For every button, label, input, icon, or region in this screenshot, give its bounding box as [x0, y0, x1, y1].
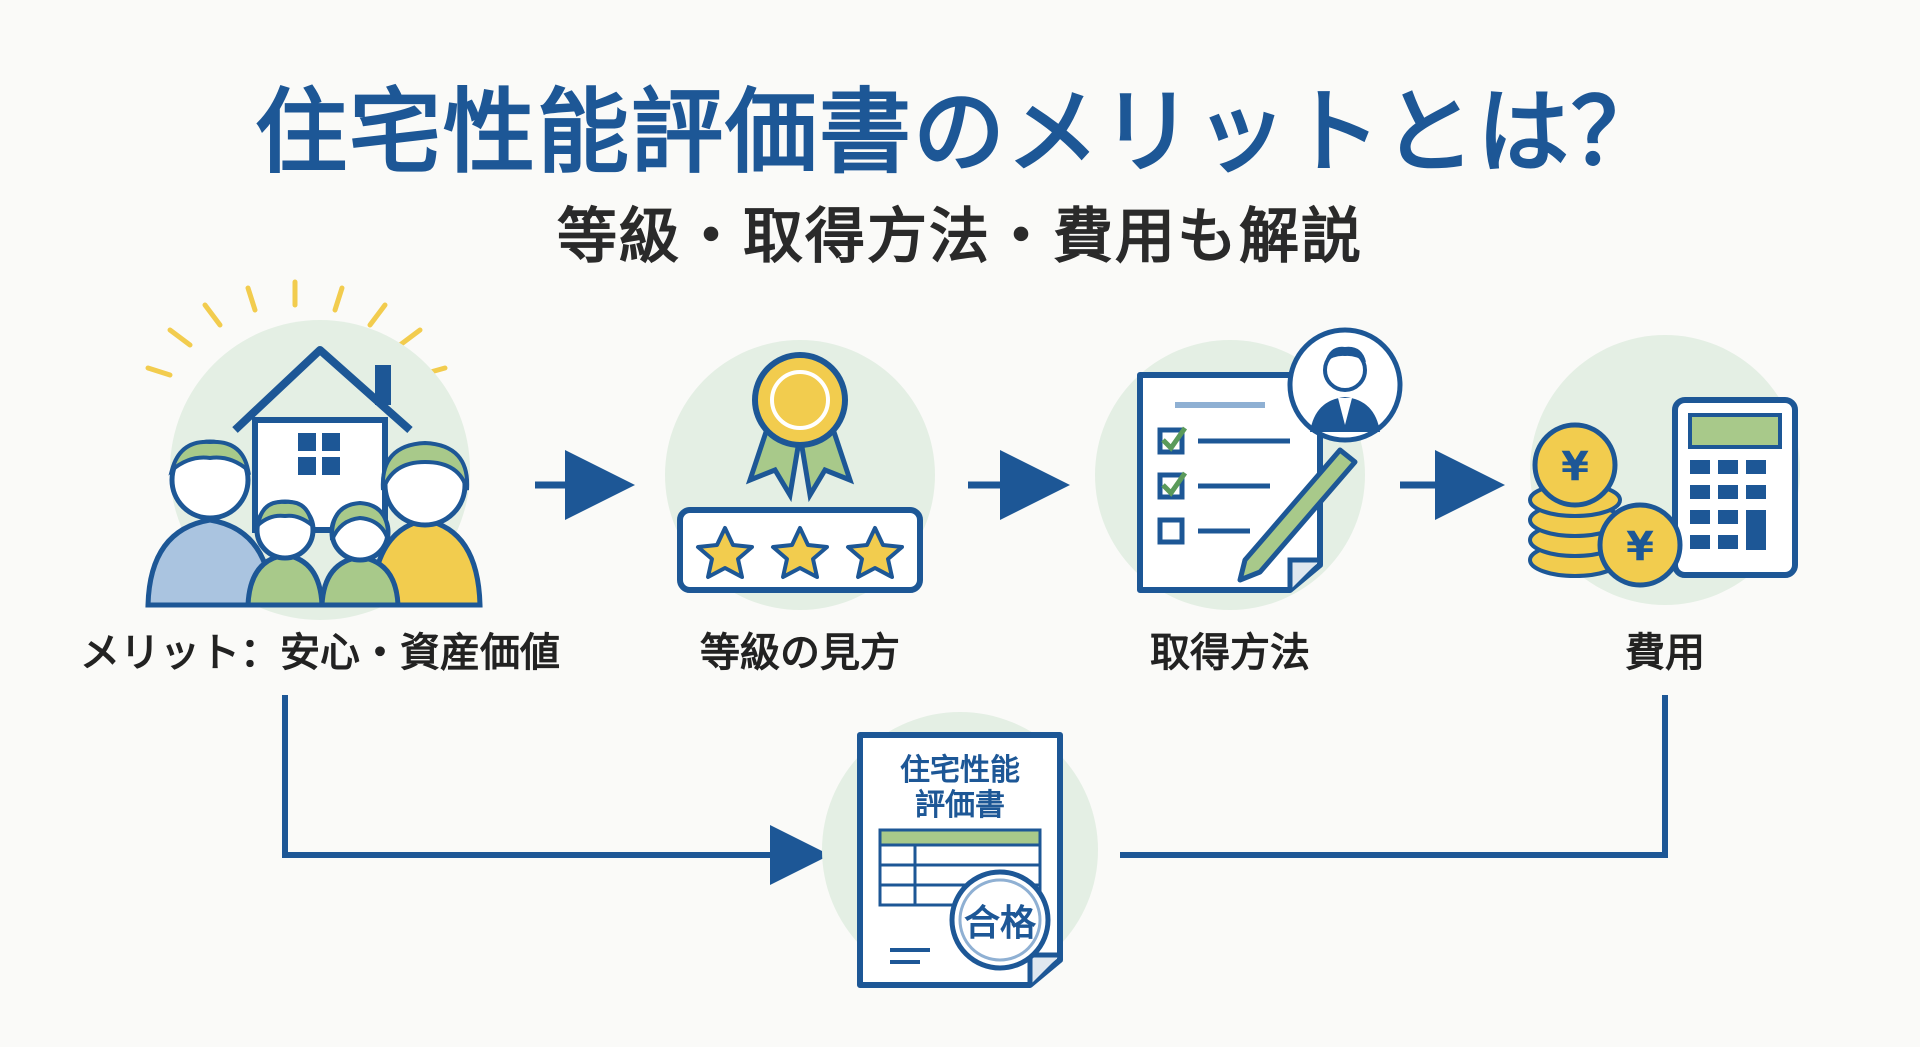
- step-label-cost: 費用: [1625, 630, 1705, 676]
- page-title: 住宅性能評価書のメリットとは？: [254, 79, 1665, 186]
- connector-left: [282, 695, 830, 885]
- pass-stamp: 合格: [964, 903, 1037, 944]
- coins-calculator-icon: ¥ ¥: [1528, 335, 1800, 605]
- step-label-acquisition: 取得方法: [1150, 630, 1310, 676]
- page-subtitle: 等級・取得方法・費用も解説: [557, 202, 1363, 272]
- connector-right: [1120, 695, 1668, 858]
- award-stars-icon: [665, 340, 935, 610]
- family-house-icon: [145, 279, 483, 620]
- yen-symbol: ¥: [1561, 444, 1589, 490]
- step-label-grade: 等級の見方: [700, 630, 900, 676]
- checklist-expert-icon: [1095, 327, 1403, 610]
- certificate-title-line2: 評価書: [915, 788, 1005, 823]
- step-label-merit: メリット：安心・資産価値: [80, 630, 560, 676]
- yen-symbol: ¥: [1626, 524, 1654, 570]
- certificate-icon: 住宅性能 評価書 合格: [822, 712, 1098, 988]
- certificate-title-line1: 住宅性能: [900, 753, 1020, 788]
